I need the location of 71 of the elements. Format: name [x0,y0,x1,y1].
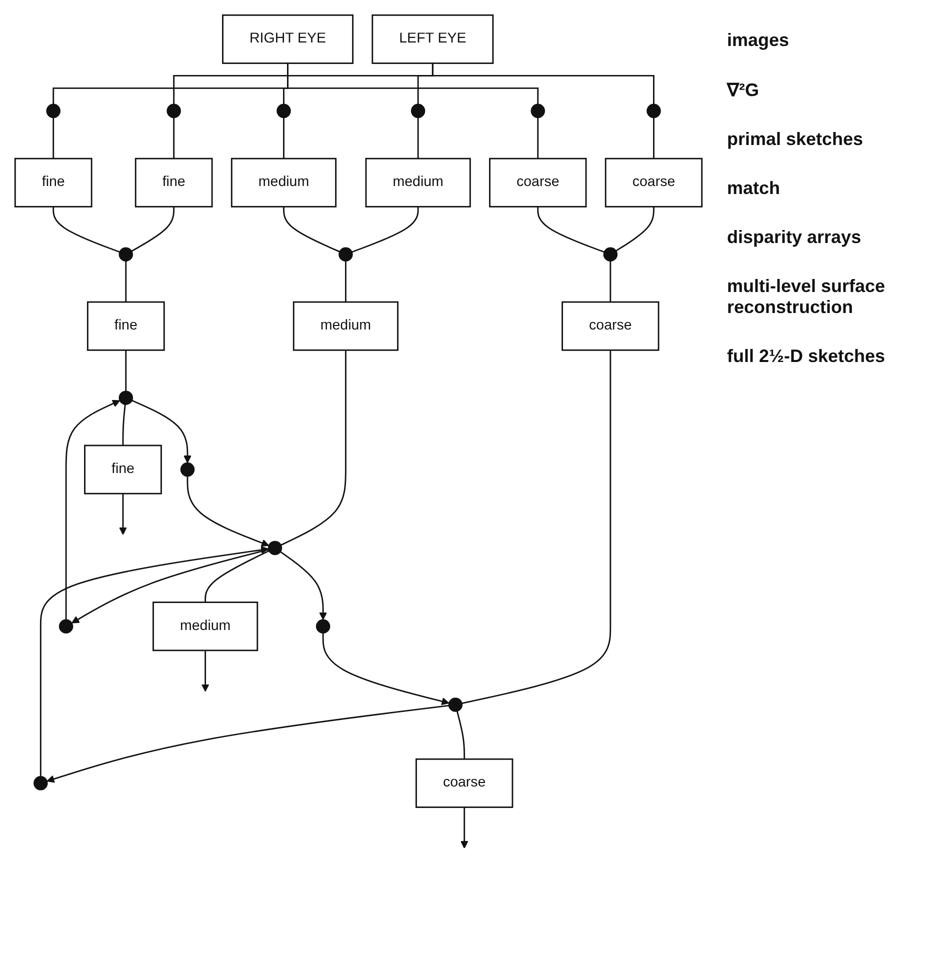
process-box: coarse [416,758,514,808]
process-box: fine [84,444,162,494]
junction-dot [118,247,134,262]
junction-dot [410,104,426,118]
junction-dot [530,104,546,118]
junction-dot [338,247,353,262]
stage-label: ∇²G [727,79,760,101]
connector-line [283,118,284,159]
process-box: medium [152,602,258,652]
connector-line [345,261,346,302]
junction-dot [646,104,661,118]
stage-label: primal sketches [727,129,864,150]
connector-line [173,118,175,159]
process-box: medium [230,158,337,208]
junction-dot [46,104,60,118]
connector-line [52,118,54,159]
process-box: medium [365,158,471,208]
process-box: RIGHT EYE [222,14,354,64]
process-box: fine [14,158,92,208]
connector-line [417,118,419,159]
stage-label: multi-level surface reconstruction [727,276,886,318]
junction-dot [268,540,282,556]
junction-dot [166,104,181,118]
connector-line [462,350,612,704]
arrow [40,546,269,776]
arrow [119,494,127,535]
junction-dot [276,104,291,118]
connector-line [125,261,127,302]
process-box: LEFT EYE [372,14,494,64]
junction-dot [448,698,463,712]
process-box: coarse [489,158,587,208]
connector-line [653,118,654,159]
connector-line [131,206,175,252]
arrow [460,807,468,849]
stage-label: full 2½-D sketches [727,346,886,367]
junction-dot [118,390,134,405]
stage-label: images [727,30,790,51]
connector-line [616,206,654,252]
connector-line [283,206,340,252]
connector-line [122,404,126,446]
process-box: coarse [604,158,703,208]
junction-dot [180,462,195,477]
connector-line [125,350,127,392]
process-box: fine [86,301,165,351]
arrow [186,476,270,547]
arrow [46,704,449,783]
connector-line [537,206,604,253]
connector-line [280,350,346,546]
connector-line [537,118,539,159]
connector-line [287,63,539,104]
junction-dot [58,619,74,634]
junction-dot [603,247,618,262]
arrow [71,548,269,624]
arrow [132,400,192,464]
arrow [201,650,210,692]
connector-line [610,261,612,302]
stage-label: disparity arrays [727,227,862,248]
junction-dot [316,619,330,634]
process-box: fine [134,158,213,208]
connector-line [204,550,270,602]
connector-line [52,206,120,253]
process-box: medium [292,301,398,351]
stage-label: match [727,178,782,199]
arrow [280,551,327,620]
arrow [65,400,120,620]
junction-dot [34,776,48,790]
connector-line [456,711,466,760]
connector-line [352,206,419,253]
connector-line [173,63,434,104]
arrow [322,633,450,706]
process-box: coarse [562,301,660,351]
